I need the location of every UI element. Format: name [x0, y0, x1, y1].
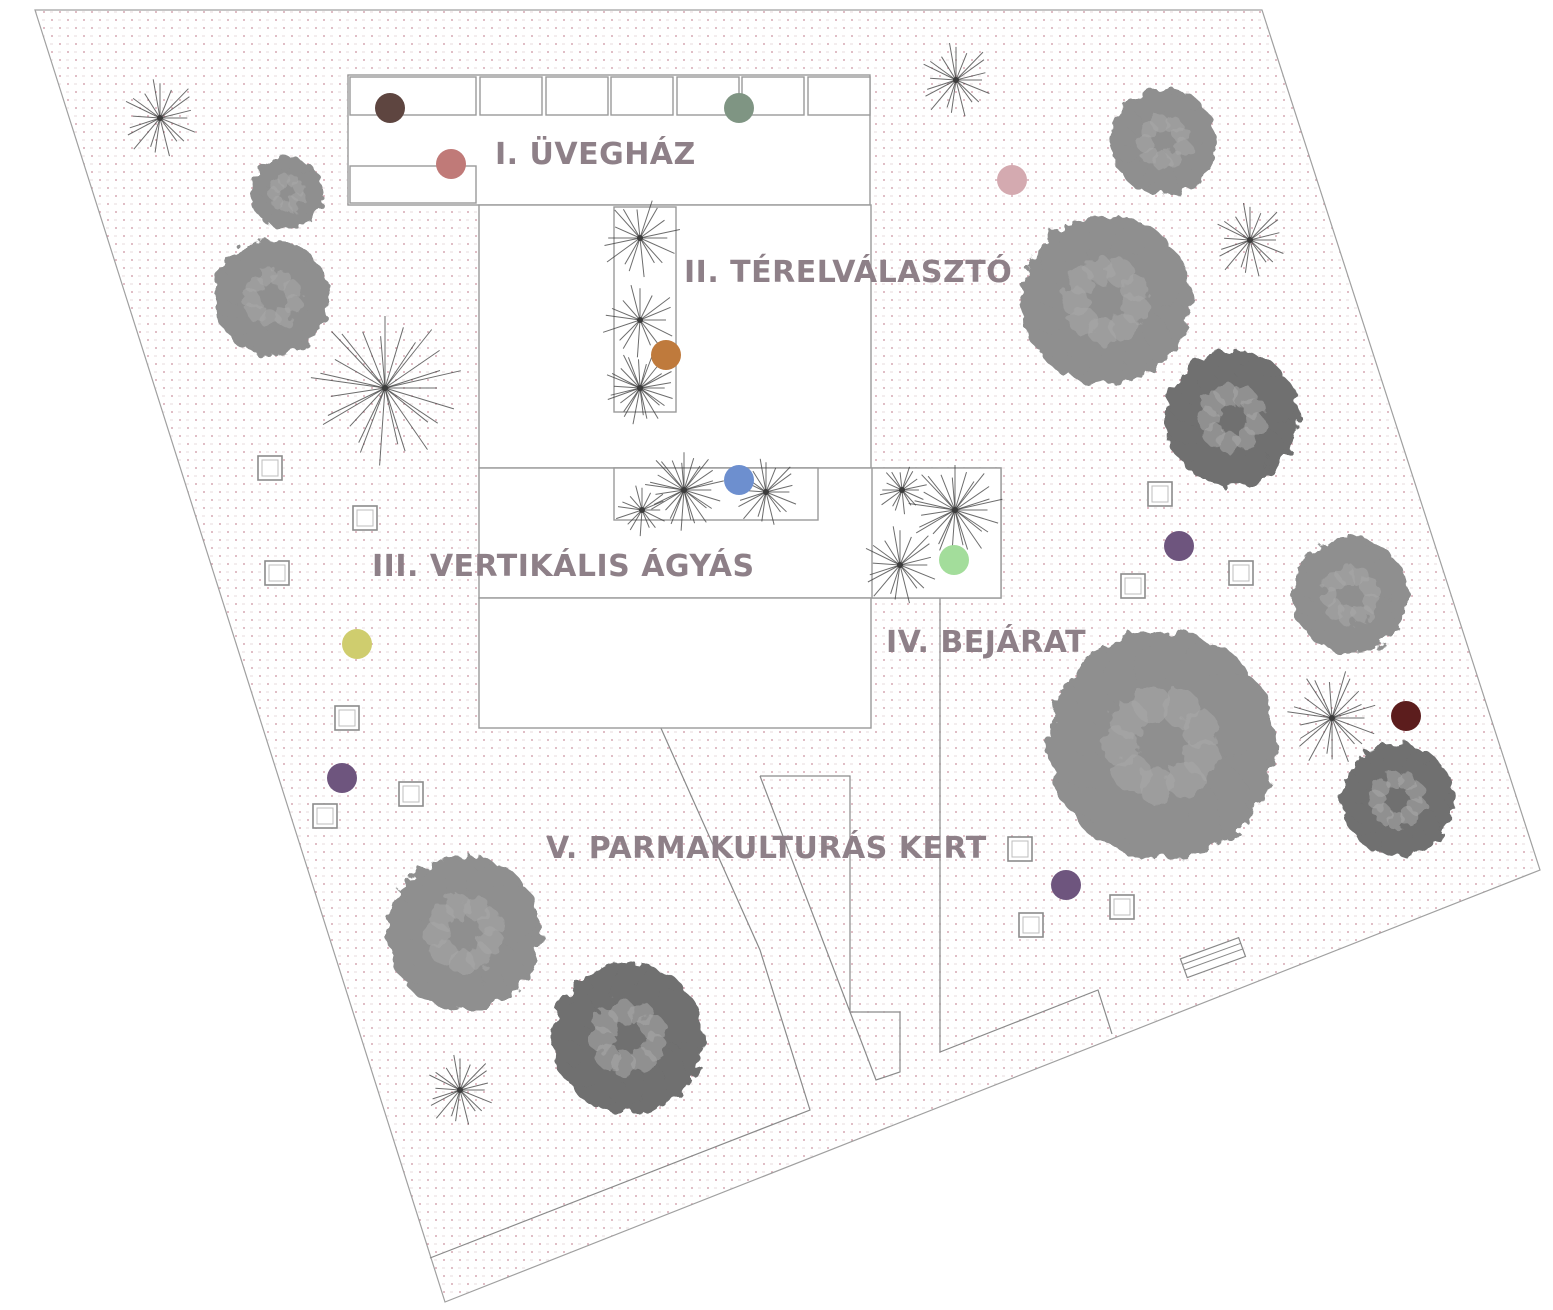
shrub [125, 79, 196, 157]
stepping-stone [312, 803, 338, 829]
marker-purple [327, 763, 357, 793]
label-permaculture: V. PARMAKULTURÁS KERT [546, 830, 987, 866]
shrub [865, 526, 936, 604]
greenhouse [347, 74, 871, 206]
marker-blue [724, 465, 754, 495]
stepping-stone [1120, 573, 1146, 599]
stepping-stone [334, 705, 360, 731]
shrub [604, 200, 681, 278]
marker-yellow [342, 629, 372, 659]
marker-purple [1164, 531, 1194, 561]
marker-dusty-rose [436, 149, 466, 179]
marker-grey-green [724, 93, 754, 123]
divider-area [478, 204, 872, 469]
site-paths [429, 598, 1113, 1259]
shrub [429, 1054, 492, 1125]
tree-canopy [1163, 350, 1301, 486]
tree-canopies [213, 89, 1455, 1114]
shrub [1287, 671, 1376, 762]
stepping-stone [1109, 894, 1135, 920]
stepping-stones [257, 455, 1254, 938]
shrub [602, 284, 673, 358]
tree-canopy [551, 962, 705, 1114]
label-divider: II. TÉRELVÁLASZTÓ [684, 253, 1012, 290]
tree-canopy [1291, 537, 1409, 653]
stepping-stone [1018, 912, 1044, 938]
shrub [310, 316, 461, 466]
shrub [606, 354, 673, 425]
lower-body [478, 597, 872, 729]
tree-canopy [1341, 744, 1455, 856]
marker-dark-red [1391, 701, 1421, 731]
label-entrance: IV. BEJÁRAT [886, 624, 1086, 660]
point-markers [327, 93, 1421, 900]
tree-canopy [1110, 89, 1218, 195]
stepping-stone [1007, 836, 1033, 862]
marker-dark-brown [375, 93, 405, 123]
stepping-stone [257, 455, 283, 481]
label-greenhouse: I. ÜVEGHÁZ [495, 135, 696, 172]
shrub [1217, 203, 1284, 277]
stepping-stone [1228, 560, 1254, 586]
marker-light-pink [997, 165, 1027, 195]
stepping-stone [398, 781, 424, 807]
shrub [879, 466, 927, 515]
tree-canopy [385, 855, 543, 1011]
shrub [736, 458, 797, 525]
shrub [908, 465, 1003, 559]
marker-purple [1051, 870, 1081, 900]
label-vertical-bed: III. VERTIKÁLIS ÁGYÁS [372, 548, 755, 584]
shrub [923, 43, 990, 117]
stepping-stone [264, 560, 290, 586]
tree-canopy [1046, 631, 1278, 859]
stepping-stone [352, 505, 378, 531]
shrub-symbols [125, 43, 1376, 1125]
shrub [616, 485, 665, 537]
marker-light-green [939, 545, 969, 575]
tree-canopy [249, 156, 325, 230]
marker-orange [651, 340, 681, 370]
stepping-stone [1147, 481, 1173, 507]
tree-canopy [1019, 215, 1193, 385]
tree-canopy [213, 240, 331, 356]
shrub [645, 452, 724, 531]
bench [1179, 936, 1247, 979]
